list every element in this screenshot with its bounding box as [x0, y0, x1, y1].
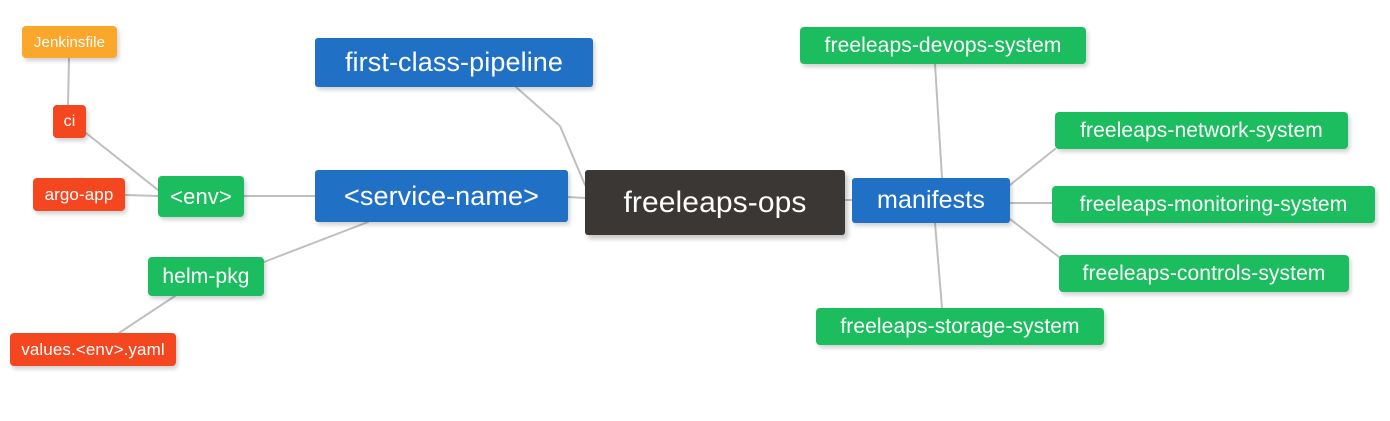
node-network-system[interactable]: freeleaps-network-system: [1055, 112, 1348, 149]
edge-helm-pkg-to-values-yaml: [118, 295, 176, 334]
node-label-controls-system: freeleaps-controls-system: [1082, 262, 1326, 285]
node-env[interactable]: <env>: [158, 176, 244, 217]
edge-env-to-argo-app: [124, 194, 159, 197]
edge-manifests-to-network-system: [1009, 148, 1056, 186]
node-devops-system[interactable]: freeleaps-devops-system: [800, 27, 1086, 64]
node-first-class-pipeline[interactable]: first-class-pipeline: [315, 38, 593, 87]
node-jenkinsfile[interactable]: Jenkinsfile: [22, 26, 117, 58]
node-label-jenkinsfile: Jenkinsfile: [33, 33, 106, 51]
edge-manifests-to-storage-system: [934, 222, 943, 309]
node-values-yaml[interactable]: values.<env>.yaml: [10, 333, 176, 366]
node-freeleaps-ops[interactable]: freeleaps-ops: [585, 170, 845, 235]
node-label-argo-app: argo-app: [44, 185, 114, 204]
node-ci[interactable]: ci: [53, 105, 86, 138]
node-label-network-system: freeleaps-network-system: [1080, 119, 1323, 142]
node-manifests[interactable]: manifests: [852, 178, 1010, 223]
node-service-name[interactable]: <service-name>: [315, 170, 568, 222]
node-label-monitoring-system: freeleaps-monitoring-system: [1079, 193, 1348, 216]
node-helm-pkg[interactable]: helm-pkg: [148, 257, 264, 296]
node-label-values-yaml: values.<env>.yaml: [21, 340, 165, 359]
edge-manifests-to-controls-system: [1009, 218, 1060, 258]
edge-freeleaps-ops-to-service-name: [567, 196, 586, 199]
node-label-first-class-pipeline: first-class-pipeline: [344, 47, 564, 77]
node-label-service-name: <service-name>: [344, 180, 539, 211]
node-label-storage-system: freeleaps-storage-system: [840, 315, 1080, 338]
node-label-env: <env>: [170, 183, 232, 209]
node-monitoring-system[interactable]: freeleaps-monitoring-system: [1052, 186, 1375, 223]
edge-service-name-to-helm-pkg: [263, 221, 369, 263]
node-label-ci: ci: [63, 112, 76, 130]
node-storage-system[interactable]: freeleaps-storage-system: [816, 308, 1104, 345]
node-controls-system[interactable]: freeleaps-controls-system: [1059, 255, 1349, 292]
node-label-manifests: manifests: [877, 186, 985, 214]
node-label-devops-system: freeleaps-devops-system: [824, 34, 1062, 57]
edge-ci-to-jenkinsfile: [67, 57, 70, 106]
edge-manifests-to-devops-system: [934, 63, 943, 179]
node-argo-app[interactable]: argo-app: [33, 178, 125, 211]
node-label-freeleaps-ops: freeleaps-ops: [623, 185, 807, 219]
node-label-helm-pkg: helm-pkg: [162, 265, 250, 288]
